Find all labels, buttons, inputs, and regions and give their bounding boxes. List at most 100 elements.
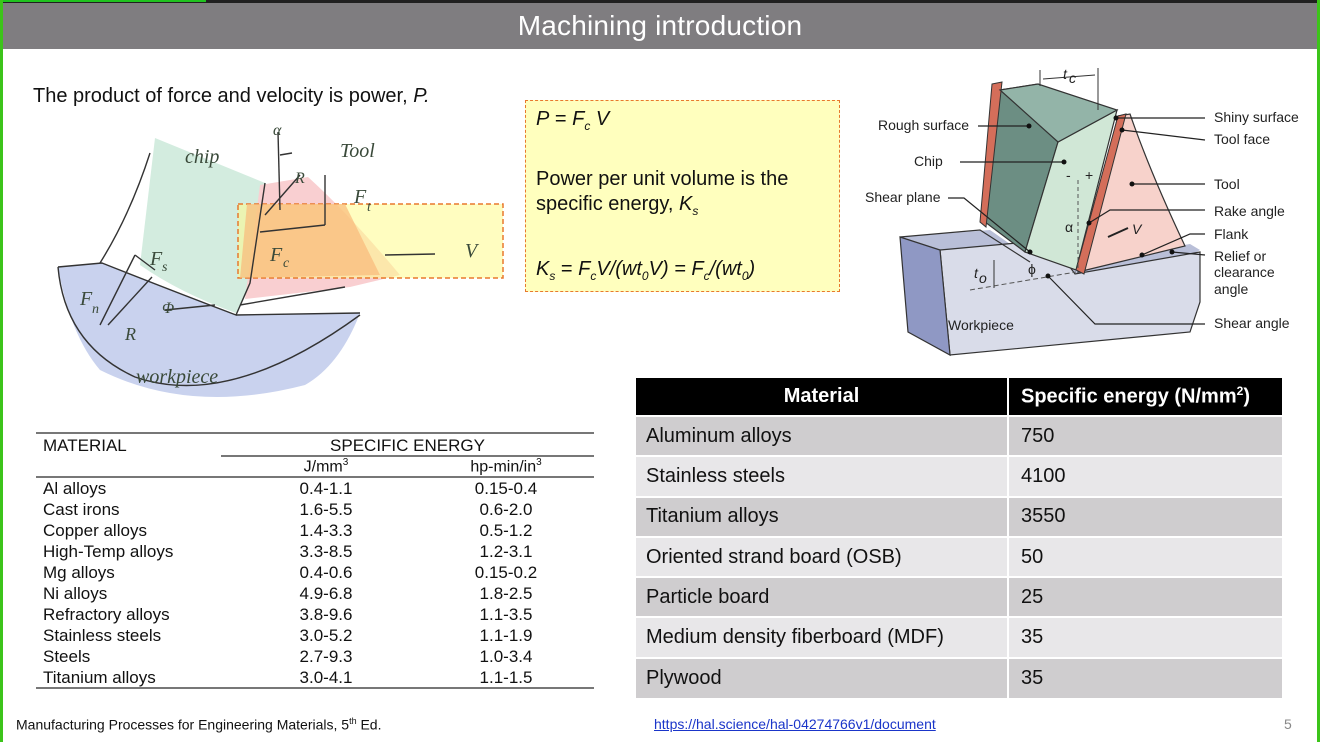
diagram-label-to-sub: o	[979, 270, 987, 286]
diagram-label-shiny-surface: Shiny surface	[1214, 109, 1299, 125]
header-exponent: 2	[1236, 384, 1244, 399]
source-ordinal: th	[349, 716, 357, 726]
sketch-label-v: V	[465, 240, 480, 262]
symbol-k: K	[679, 193, 693, 215]
source-link[interactable]: https://hal.science/hal-04274766v1/docum…	[654, 716, 936, 732]
frame-border-right	[1317, 0, 1320, 742]
column-header-hp-min-in3: hp-min/in3	[426, 457, 586, 476]
cutting-sketch: chip Tool α R F t F c V F s F n R Φ work…	[57, 122, 504, 397]
cell-j-mm3: 4.9-6.8	[299, 584, 353, 603]
orthogonal-cutting-diagram: t c - + α V ϕ t o Workpiece Rough surfac…	[865, 66, 1299, 357]
cell-material: Oriented strand board (OSB)	[636, 535, 1009, 578]
unit-exponent: 3	[342, 457, 349, 468]
cell-material: Mg alloys	[43, 563, 115, 582]
cell-j-mm3: 2.7-9.3	[299, 647, 353, 666]
cell-hp-min-in3: 0.5-1.2	[479, 521, 533, 540]
cell-hp-min-in3: 1.0-3.4	[479, 647, 533, 666]
cell-hp-min-in3: 0.15-0.4	[474, 479, 538, 498]
table-row: Steels 2.7-9.3 1.0-3.4	[36, 646, 594, 667]
intro-symbol: P.	[413, 85, 430, 107]
cell-hp-min-in3: 1.1-1.5	[479, 668, 533, 687]
progress-bar	[0, 0, 206, 2]
diagram-label-minus: -	[1066, 167, 1071, 183]
subscript-s: s	[692, 204, 699, 218]
source-text-end: Ed.	[356, 716, 382, 733]
cell-material: Stainless steels	[43, 626, 162, 645]
sketch-chip-region	[140, 138, 265, 313]
specific-energy-table: Material Specific energy (N/mm2) Aluminu…	[636, 378, 1282, 699]
column-group-header: SPECIFIC ENERGY	[330, 436, 485, 455]
subscript-0: 0	[741, 269, 749, 283]
unit-label: J/mm	[303, 458, 343, 476]
cell-j-mm3: 3.3-8.5	[299, 542, 353, 561]
slide-title: Machining introduction	[517, 10, 803, 41]
cell-j-mm3: 1.6-5.5	[299, 500, 353, 519]
cell-energy: 25	[1008, 576, 1282, 618]
column-header-material: Material	[636, 378, 1009, 416]
diagram-label-shear-plane: Shear plane	[865, 189, 941, 205]
table-header-row: Material Specific energy (N/mm2)	[636, 378, 1282, 416]
definition-text: Power per unit volume is the specific en…	[536, 168, 789, 215]
cell-energy: 50	[1008, 535, 1282, 578]
sketch-label-phi: Φ	[162, 300, 174, 317]
formula-part: )	[748, 258, 756, 280]
cell-material: High-Temp alloys	[43, 542, 174, 561]
sketch-label-r-work: R	[124, 324, 136, 344]
cell-energy: 35	[1008, 616, 1282, 658]
cell-j-mm3: 3.0-5.2	[299, 626, 353, 645]
diagram-label-tool: Tool	[1214, 176, 1240, 192]
cell-hp-min-in3: 1.1-3.5	[479, 605, 533, 624]
intro-text: The product of force and velocity is pow…	[33, 85, 430, 108]
sketch-label-fs-sub: s	[162, 260, 168, 275]
diagram-tool-face-strip	[979, 81, 1003, 228]
sketch-label-alpha: α	[273, 122, 282, 139]
cell-hp-min-in3: 1.2-3.1	[479, 542, 533, 561]
unit-label: hp-min/in	[470, 458, 537, 476]
diagram-tool	[1077, 113, 1186, 273]
header-text: )	[1243, 385, 1250, 408]
slide-title-bar: Machining introduction	[3, 3, 1317, 49]
table-row: Oriented strand board (OSB)50	[636, 535, 1282, 578]
formula-specific-energy: Ks = FcV/(wt0V) = Fc/(wt0)	[536, 257, 755, 284]
cell-energy: 35	[1008, 656, 1282, 699]
cell-j-mm3: 1.4-3.3	[299, 521, 353, 540]
subscript-s: s	[549, 269, 556, 283]
diagram-label-chip: Chip	[914, 153, 943, 169]
window-top-strip	[0, 0, 1320, 3]
sketch-label-fc: F	[269, 244, 283, 266]
cell-material: Cast irons	[43, 500, 120, 519]
diagram-label-tc: t	[1063, 66, 1068, 82]
table-row: Medium density fiberboard (MDF)35	[636, 616, 1282, 658]
sketch-label-fc-sub: c	[283, 256, 290, 271]
cell-material: Steels	[43, 647, 91, 666]
cell-hp-min-in3: 0.15-0.2	[474, 563, 538, 582]
formula-part: =	[555, 258, 579, 280]
column-header-j-mm3: J/mm3	[266, 457, 386, 476]
cell-material: Titanium alloys	[43, 668, 156, 687]
symbol-v: V	[590, 108, 610, 130]
table-row: High-Temp alloys 3.3-8.5 1.2-3.1	[36, 541, 594, 562]
diagram-label-relief-3: angle	[1214, 281, 1248, 297]
cell-material: Ni alloys	[43, 584, 108, 603]
cell-material: Stainless steels	[636, 455, 1009, 497]
subscript-c: c	[584, 119, 591, 133]
cell-material: Particle board	[636, 576, 1009, 618]
cell-hp-min-in3: 1.8-2.5	[479, 584, 533, 603]
formula-part: V) =	[648, 258, 692, 280]
cell-material: Al alloys	[43, 479, 107, 498]
table-rule-bottom	[36, 687, 594, 689]
diagram-label-rake-angle: Rake angle	[1214, 203, 1285, 219]
table-rule-top	[36, 432, 594, 434]
source-text: Manufacturing Processes for Engineering …	[16, 716, 350, 733]
column-header-specific-energy: Specific energy (N/mm2)	[1008, 378, 1282, 416]
header-text: Specific energy (N/mm	[1021, 385, 1237, 408]
diagram-label-plus: +	[1085, 167, 1093, 183]
column-header-material: MATERIAL	[43, 436, 127, 455]
table-rule-header	[36, 476, 594, 478]
